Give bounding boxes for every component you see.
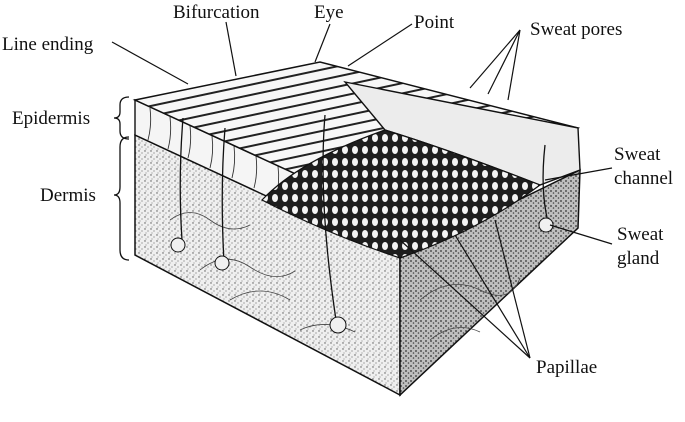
- label-epidermis: Epidermis: [12, 108, 90, 129]
- epidermis-brace: [113, 96, 130, 140]
- label-point: Point: [414, 12, 455, 33]
- leader-sweat-pore-2: [487, 29, 521, 95]
- leader-line-ending: [111, 41, 189, 85]
- leader-papillae-2: [454, 234, 531, 359]
- skin-block: [132, 61, 581, 397]
- leader-lines: [111, 21, 613, 359]
- leader-bifurcation: [225, 21, 237, 77]
- sweat-gland-coil: [214, 255, 230, 271]
- label-eye: Eye: [314, 2, 344, 23]
- label-sweat-pores: Sweat pores: [530, 19, 622, 40]
- leader-sweat-channel: [544, 167, 613, 181]
- dermis-brace: [113, 136, 130, 261]
- label-dermis: Dermis: [40, 185, 96, 206]
- leader-sweat-pore-1: [469, 29, 521, 89]
- label-sweat-channel-line1: Sweat: [614, 144, 661, 165]
- label-sweat-channel-line2: channel: [614, 168, 673, 189]
- sweat-gland-coil: [538, 217, 554, 233]
- leader-point: [347, 23, 413, 67]
- sweat-glands: [179, 114, 549, 321]
- leader-sweat-pore-3: [507, 29, 521, 101]
- label-line-ending: Line ending: [2, 34, 94, 55]
- label-bifurcation: Bifurcation: [173, 2, 260, 23]
- leader-sweat-gland: [549, 224, 613, 245]
- sweat-gland-coil: [170, 237, 186, 253]
- leader-eye: [314, 23, 331, 63]
- sweat-gland-coil: [329, 316, 347, 334]
- label-papillae: Papillae: [536, 357, 597, 378]
- label-sweat-gland-line2: gland: [617, 248, 660, 269]
- leader-papillae-1: [399, 239, 531, 359]
- label-sweat-gland-line1: Sweat: [617, 224, 664, 245]
- leader-papillae-3: [494, 219, 531, 359]
- papillae-field: [261, 129, 542, 259]
- dermis-texture: [169, 212, 521, 341]
